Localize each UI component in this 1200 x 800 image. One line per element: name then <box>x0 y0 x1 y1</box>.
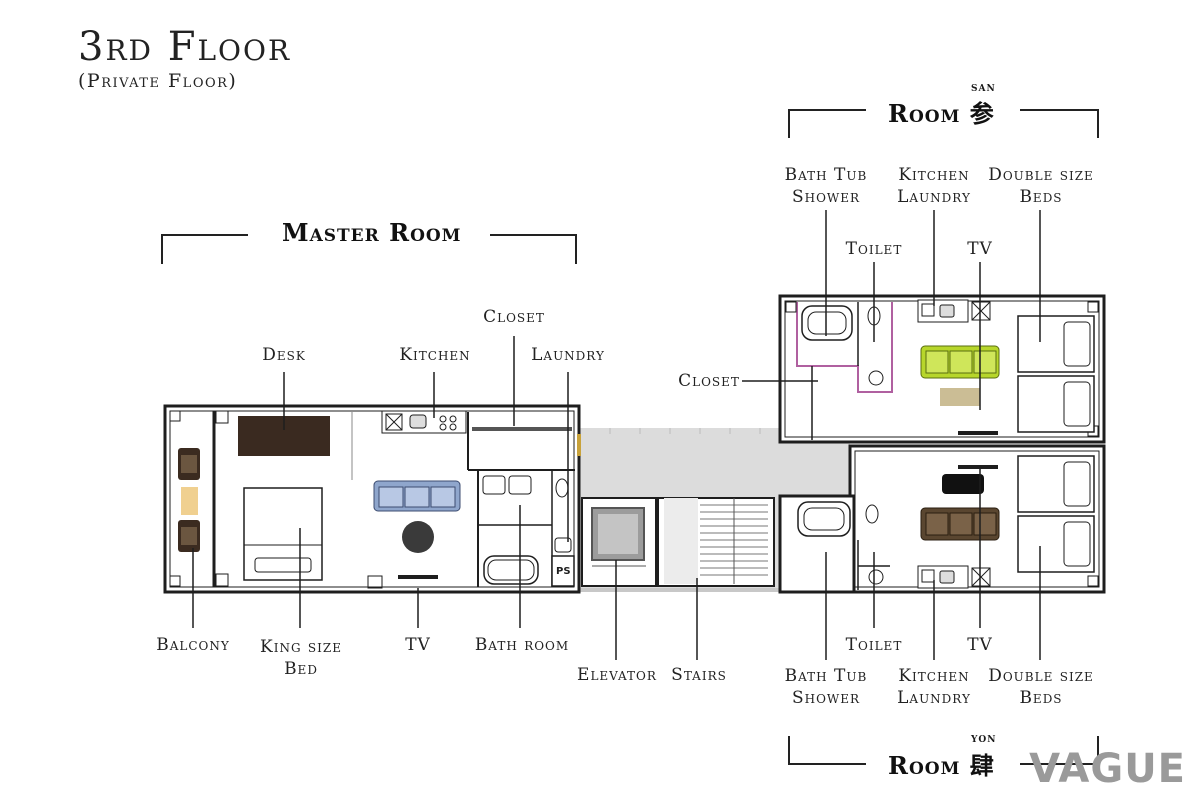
room-yon-heading: Room 肆 <box>888 751 995 780</box>
label-elevator: Elevator <box>577 665 657 685</box>
label-san-tv: TV <box>967 239 993 259</box>
label-yon-kitchen-line1: Kitchen <box>898 666 970 686</box>
label-san-kitchen-line2: Laundry <box>897 187 971 207</box>
round-table <box>402 521 434 553</box>
room-yon-ruby: YON <box>971 735 997 745</box>
label-san-bath: Bath Tub Shower <box>780 164 872 208</box>
room-san-beds <box>1017 315 1095 433</box>
room-san-ruby: SAN <box>971 84 996 94</box>
label-san-kitchen: Kitchen Laundry <box>886 164 982 208</box>
room-yon-beds <box>1017 455 1095 573</box>
king-bed <box>243 487 323 581</box>
label-yon-toilet: Toilet <box>845 635 903 655</box>
label-yon-beds: Double size Beds <box>984 665 1098 709</box>
label-desk: Desk <box>262 345 306 365</box>
elevator-shaft <box>581 497 657 587</box>
label-bath-room: Bath room <box>474 635 570 655</box>
balcony-furniture <box>178 448 200 552</box>
room-san-bath <box>801 305 884 386</box>
floor-title: 3rd Floor <box>78 24 292 70</box>
master-bathroom <box>482 475 572 585</box>
label-balcony: Balcony <box>156 635 230 655</box>
label-san-beds-line2: Beds <box>1019 187 1063 207</box>
label-yon-kitchen: Kitchen Laundry <box>886 665 982 709</box>
label-king-bed-line1: King size <box>260 637 342 657</box>
label-yon-tv: TV <box>967 635 993 655</box>
master-tv <box>398 575 438 579</box>
label-yon-beds-line2: Beds <box>1019 688 1063 708</box>
master-room-bracket <box>161 234 577 264</box>
room-san-bracket <box>788 109 1099 138</box>
label-kitchen: Kitchen <box>399 345 471 365</box>
label-san-beds-line1: Double size <box>988 165 1094 185</box>
label-king-bed-line2: Bed <box>284 659 318 679</box>
label-yon-beds-line1: Double size <box>988 666 1094 686</box>
label-yon-bath-line2: Shower <box>791 688 861 708</box>
label-yon-kitchen-line2: Laundry <box>897 688 971 708</box>
stairwell <box>657 497 775 587</box>
master-sofa <box>373 480 461 512</box>
label-san-toilet: Toilet <box>845 239 903 259</box>
master-closet <box>472 427 572 431</box>
label-yon-bath: Bath Tub Shower <box>780 665 872 709</box>
room-yon-kitchen <box>917 565 991 589</box>
floor-subtitle: (Private Floor) <box>78 70 238 92</box>
room-san-kitchen <box>917 299 991 323</box>
label-stairs: Stairs <box>671 665 727 685</box>
label-yon-bath-line1: Bath Tub <box>784 666 868 686</box>
leader-lines <box>192 210 1041 660</box>
vague-logo: VAGUE <box>1029 746 1186 792</box>
label-san-beds: Double size Beds <box>984 164 1098 208</box>
room-yon-sofa <box>920 507 1000 541</box>
room-san-tv <box>958 431 998 435</box>
label-king-bed: King size Bed <box>256 636 346 680</box>
master-room-heading: Master Room <box>282 218 462 247</box>
label-san-bath-line2: Shower <box>791 187 861 207</box>
room-san-sofa <box>920 345 1000 379</box>
room-yon-bath <box>797 501 884 585</box>
label-san-bath-line1: Bath Tub <box>784 165 868 185</box>
label-closet-san: Closet <box>678 371 740 391</box>
room-san-rug <box>940 388 980 406</box>
label-laundry: Laundry <box>531 345 605 365</box>
room-yon-tv <box>958 465 998 469</box>
label-closet-master: Closet <box>483 307 545 327</box>
room-san-heading: Room 参 <box>888 99 995 128</box>
label-tv-master: TV <box>405 635 431 655</box>
ps-label: PS <box>556 566 571 577</box>
master-kitchen-counter <box>381 410 467 434</box>
room-yon-ottoman <box>942 474 984 494</box>
room-yon-bracket <box>788 736 1099 765</box>
label-san-kitchen-line1: Kitchen <box>898 165 970 185</box>
